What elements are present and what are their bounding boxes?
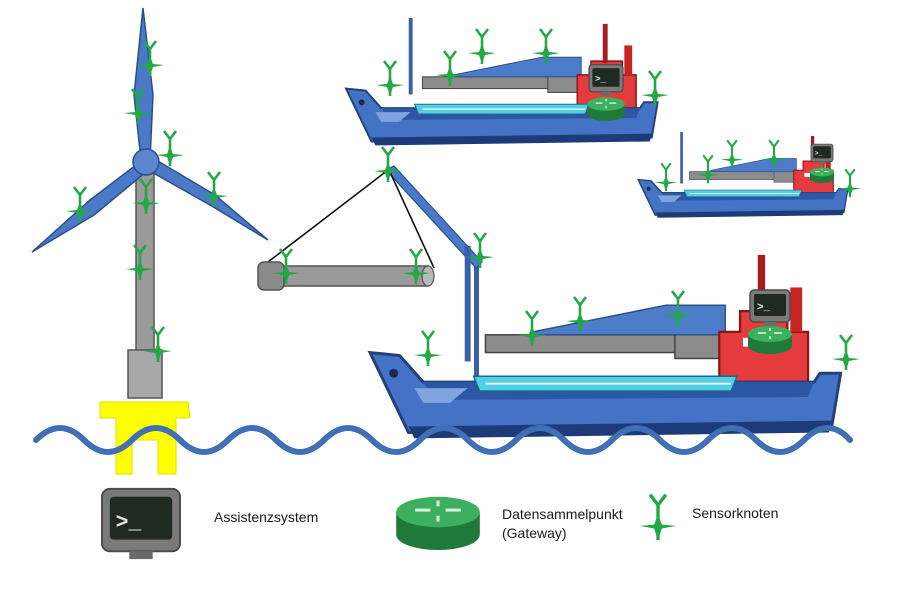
sensor-node-icon <box>830 333 862 372</box>
sensor-node-icon <box>653 162 679 193</box>
foundation-icon <box>99 401 191 475</box>
wind-turbine-icon <box>31 7 269 399</box>
sensor-node-icon <box>639 69 671 108</box>
legend-terminal-icon: >_ <box>101 487 181 560</box>
legend-label-gateway-line1: Datensammelpunkt <box>502 506 623 522</box>
crane-icon <box>267 165 483 382</box>
legend-label-gateway: Datensammelpunkt (Gateway) <box>502 505 623 543</box>
monopile-icon <box>257 261 435 291</box>
terminal-prompt: >_ <box>116 511 142 535</box>
terminal-icon <box>588 64 624 96</box>
legend-label-assistance-system: Assistenzsystem <box>214 509 319 525</box>
terminal-icon <box>810 143 834 165</box>
gateway-router-icon <box>747 325 793 355</box>
legend-gateway-icon <box>394 495 482 552</box>
legend-label-gateway-line2: (Gateway) <box>502 525 567 541</box>
sensor-node-icon <box>719 139 745 170</box>
gateway-router-icon <box>586 96 626 122</box>
legend-label-sensor-node: Sensorknoten <box>692 505 779 521</box>
sensor-node-icon <box>466 27 498 66</box>
gateway-router-icon <box>809 167 835 184</box>
sensor-node-icon <box>374 59 406 98</box>
sensor-node-icon <box>412 329 444 368</box>
sensor-node-icon <box>154 129 186 168</box>
wave-icon <box>33 425 853 455</box>
legend-sensor-icon <box>638 493 678 542</box>
terminal-icon <box>749 289 791 327</box>
